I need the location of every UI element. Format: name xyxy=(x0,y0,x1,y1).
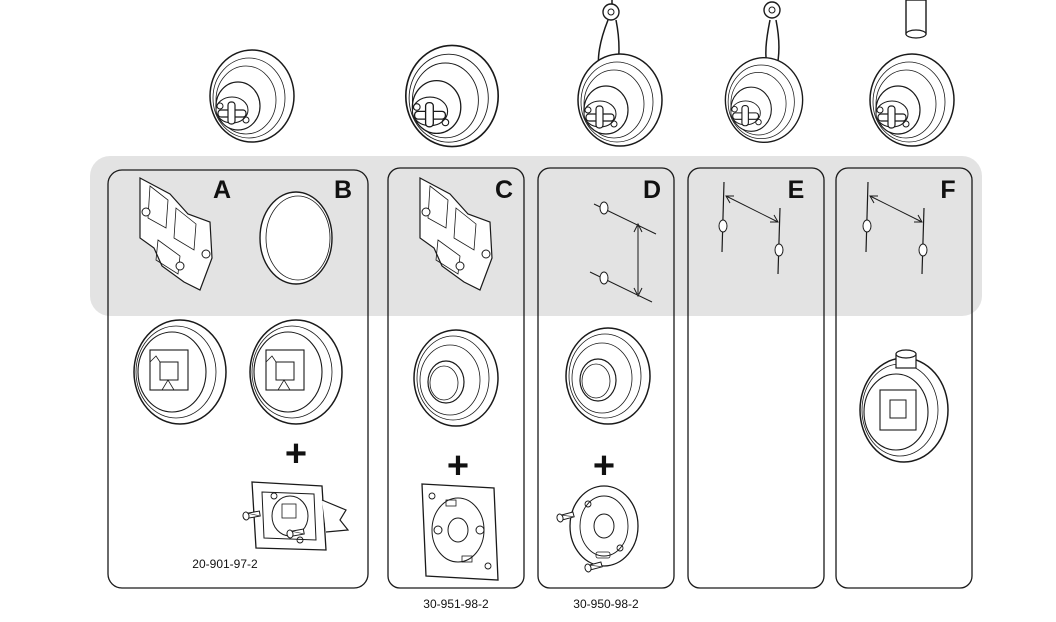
switch-illustration-f xyxy=(869,0,955,147)
part-number-c: 30-951-98-2 xyxy=(423,597,489,611)
panel-letter-d: D xyxy=(643,176,661,204)
round-frame-a xyxy=(133,319,227,425)
plus-sign-b: + xyxy=(285,433,307,475)
switch-illustration-c xyxy=(404,44,500,148)
round-plate-b xyxy=(259,191,333,285)
panel-e xyxy=(687,167,825,589)
panel-letter-a: A xyxy=(213,176,231,204)
switch-illustration-d xyxy=(577,0,663,147)
panel-c xyxy=(387,167,525,589)
round-frame-b xyxy=(249,319,343,425)
drill-diagram-d xyxy=(589,201,657,303)
part-number-d: 30-950-98-2 xyxy=(573,597,639,611)
drill-diagram-e xyxy=(718,181,784,275)
panel-d xyxy=(537,167,675,589)
panel-f xyxy=(835,167,973,589)
ring-frame-d xyxy=(565,327,651,425)
ring-frame-c xyxy=(413,329,499,427)
mounting-bracket-b xyxy=(241,481,350,551)
plus-sign-d: + xyxy=(593,445,615,487)
part-number-ab: 20-901-97-2 xyxy=(192,557,258,571)
collar-frame-f xyxy=(859,349,949,463)
panel-ab xyxy=(107,169,369,589)
drill-diagram-f xyxy=(862,181,928,275)
panel-letter-e: E xyxy=(788,176,805,204)
switch-illustration-ab xyxy=(209,49,295,143)
panel-letter-b: B xyxy=(334,176,352,204)
mechanism-plate-c xyxy=(421,483,499,581)
mounting-plate-d xyxy=(555,485,639,574)
switch-illustration-e xyxy=(724,1,804,144)
panel-letter-f: F xyxy=(940,176,955,204)
plus-sign-c: + xyxy=(447,445,469,487)
panel-letter-c: C xyxy=(495,176,513,204)
